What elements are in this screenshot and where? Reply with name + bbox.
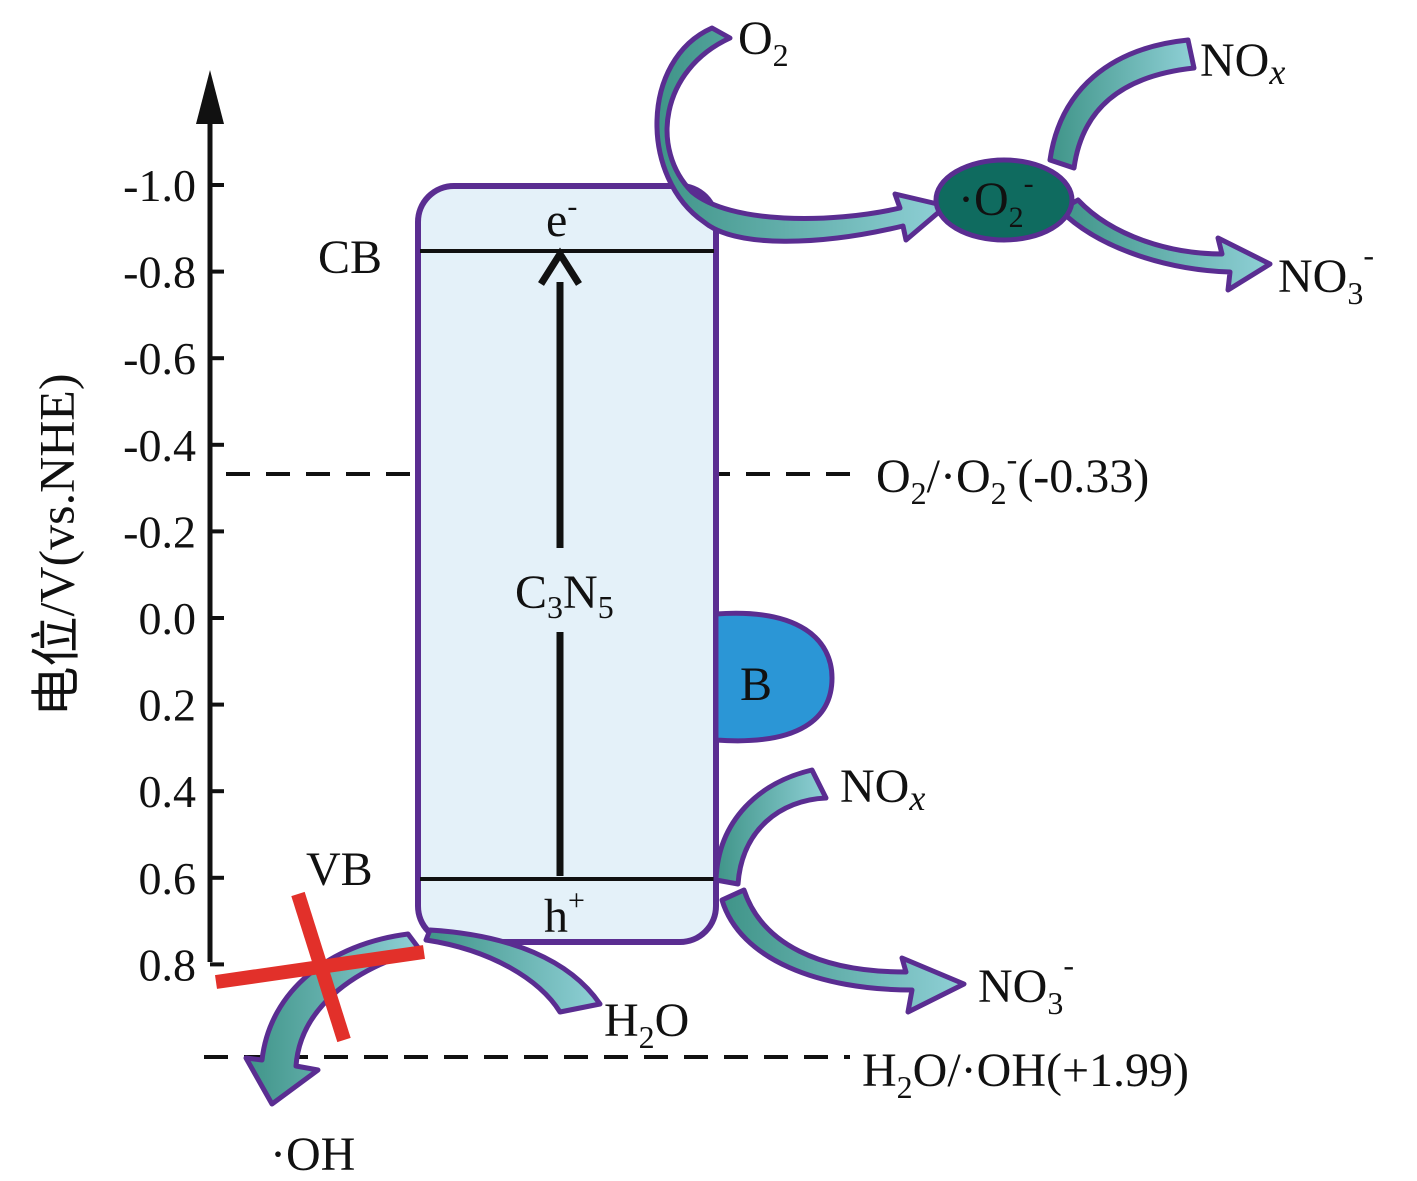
h2o-arrow <box>423 927 603 1015</box>
o2-reference-label: O2/·O2-(-0.33) <box>876 441 1149 511</box>
no3-top-label: NO3- <box>1278 237 1374 311</box>
y-tick-label: -0.2 <box>123 506 196 557</box>
y-tick-label: 0.6 <box>139 853 197 904</box>
no3-top-arrow <box>1057 197 1273 293</box>
h2o-label: H2O <box>604 994 689 1055</box>
vb-label: VB <box>306 843 373 896</box>
cocatalyst-label: B <box>740 658 772 711</box>
blocked-cross <box>215 891 425 1043</box>
y-tick-label: -0.4 <box>123 420 196 471</box>
y-tick-label: -1.0 <box>123 160 196 211</box>
superoxide-radical <box>933 157 1075 243</box>
o2-label: O2 <box>738 12 789 73</box>
y-tick-label: 0.4 <box>139 766 197 817</box>
hole-label: h+ <box>544 884 585 943</box>
excitation-arrowhead <box>538 247 582 286</box>
nox-top-arrow <box>1047 37 1197 171</box>
oh-label: ·OH <box>270 1128 355 1181</box>
nox-mid-arrow <box>713 767 829 887</box>
material-label: C3N5 <box>515 566 614 625</box>
o2-reduction-arrow <box>654 25 949 244</box>
y-tick-label: 0.2 <box>139 680 197 731</box>
oh-arrow <box>243 931 423 1107</box>
nox-top-label: NOx <box>1200 34 1285 92</box>
y-axis-ticks: -1.0 -0.8 -0.6 -0.4 -0.2 0.0 0.2 0.4 0.6 0.8 <box>123 160 224 990</box>
y-axis-label: 电位/V(vs.NHE) <box>28 373 84 716</box>
y-axis-arrowhead <box>196 70 224 124</box>
electron-label: e- <box>546 190 577 247</box>
y-tick-label: 0.8 <box>139 939 197 990</box>
h2o-reference-label: H2O/·OH(+1.99) <box>862 1044 1189 1105</box>
y-axis: -1.0 -0.8 -0.6 -0.4 -0.2 0.0 0.2 0.4 0.6 0.8 电位/V… <box>28 70 224 990</box>
superoxide-label: ·O2- <box>958 167 1034 234</box>
y-tick-label: -0.8 <box>123 247 196 298</box>
y-tick-label: -0.6 <box>123 333 196 384</box>
c3n5-band <box>415 183 719 945</box>
no3-bottom-label: NO3- <box>978 947 1074 1021</box>
cocatalyst-b <box>713 610 835 744</box>
y-tick-label: 0.0 <box>139 593 197 644</box>
no3-bottom-arrow <box>719 887 967 1015</box>
nox-mid-label: NOx <box>840 760 925 818</box>
cb-label: CB <box>318 231 382 284</box>
